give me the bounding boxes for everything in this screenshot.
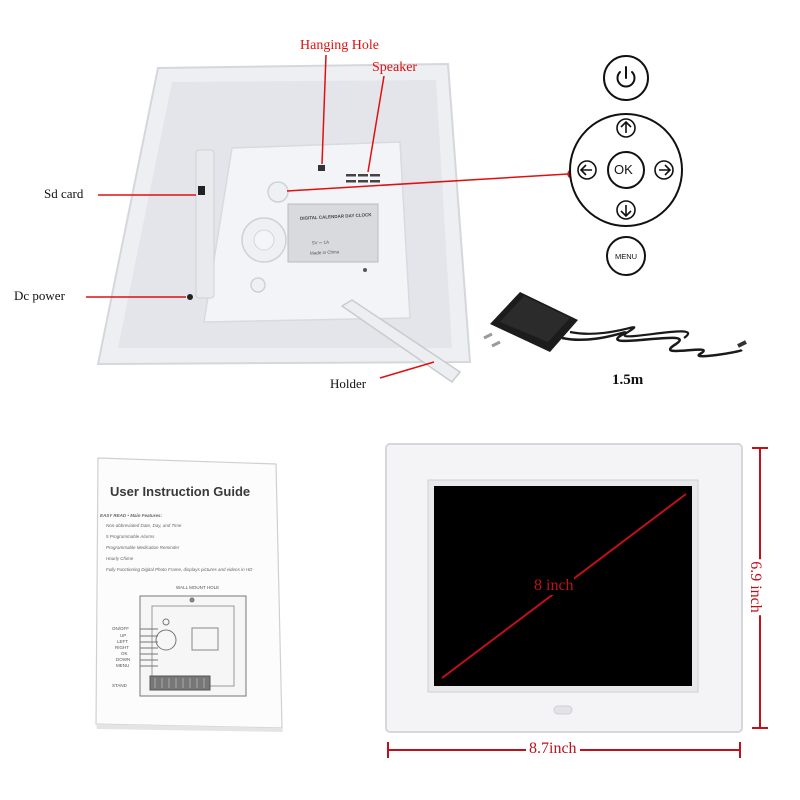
side-panel [195,149,215,299]
cable [561,331,743,358]
arrow-up-icon [616,118,636,138]
manual-feature-4: Hourly Chime [106,556,134,561]
manual-control-ok: OK [121,651,128,656]
cable-length: 1.5m [612,372,644,388]
rear-menu-button [250,277,266,293]
front-button [553,705,573,715]
dc-power-port [187,294,193,300]
dimension-width: 8.7inch [526,740,580,758]
arrow-left-icon [577,160,597,180]
power-adapter [483,292,747,358]
hanging-hole [318,165,325,171]
rear-power-button [267,181,289,203]
ok-ring [607,151,645,189]
manual-control-right: RIGHT [115,645,129,650]
product-sticker [287,203,379,263]
label-dc-power: Dc power [14,288,65,303]
label-holder: Holder [330,376,367,391]
arrow-right-icon [654,160,674,180]
arrow-down-icon [616,200,636,220]
label-hanging-hole: Hanging Hole [300,38,379,53]
ok-button-label: OK [614,162,633,177]
speaker-grille [346,174,380,183]
manual-stand: STAND [112,683,127,688]
manual-title: User Instruction Guide [110,484,251,499]
manual-feature-5: Fully Functioning Digital Photo Frame, d… [106,567,253,572]
sd-card-slot [198,186,205,195]
dimension-diagonal: 8 inch [534,577,574,595]
manual-control-down: DOWN [116,657,131,662]
frame-back [96,62,472,366]
manual-feature-1: Non-abbreviated Date, Day, and Time [106,523,182,528]
manual-control-menu: MENU [116,663,130,668]
manual-feature-2: 5 Programmable Alarms [106,534,155,539]
menu-button-label: MENU [614,251,638,261]
label-sd-card: Sd card [44,186,84,201]
dimension-height: 6.9 inch [745,559,764,615]
arrow-buttons [577,118,674,220]
power-icon [616,66,636,88]
manual-control-left: LEFT [117,639,129,644]
sticker-line-2: 5V ⎓ 1A [311,239,330,246]
label-speaker: Speaker [372,60,418,75]
menu-button: MENU [606,236,646,276]
manual-control-onoff: ON/OFF [112,626,129,631]
holder-stand [340,299,462,384]
manual-diagram [139,595,247,697]
manual-wall-mount: WALL MOUNT HOLE [176,585,220,590]
manual-intro: EASY READ • Main Features: [100,513,163,518]
manual-control-up: UP [120,633,127,638]
manual-feature-3: Programmable Medication Reminder [106,545,180,550]
